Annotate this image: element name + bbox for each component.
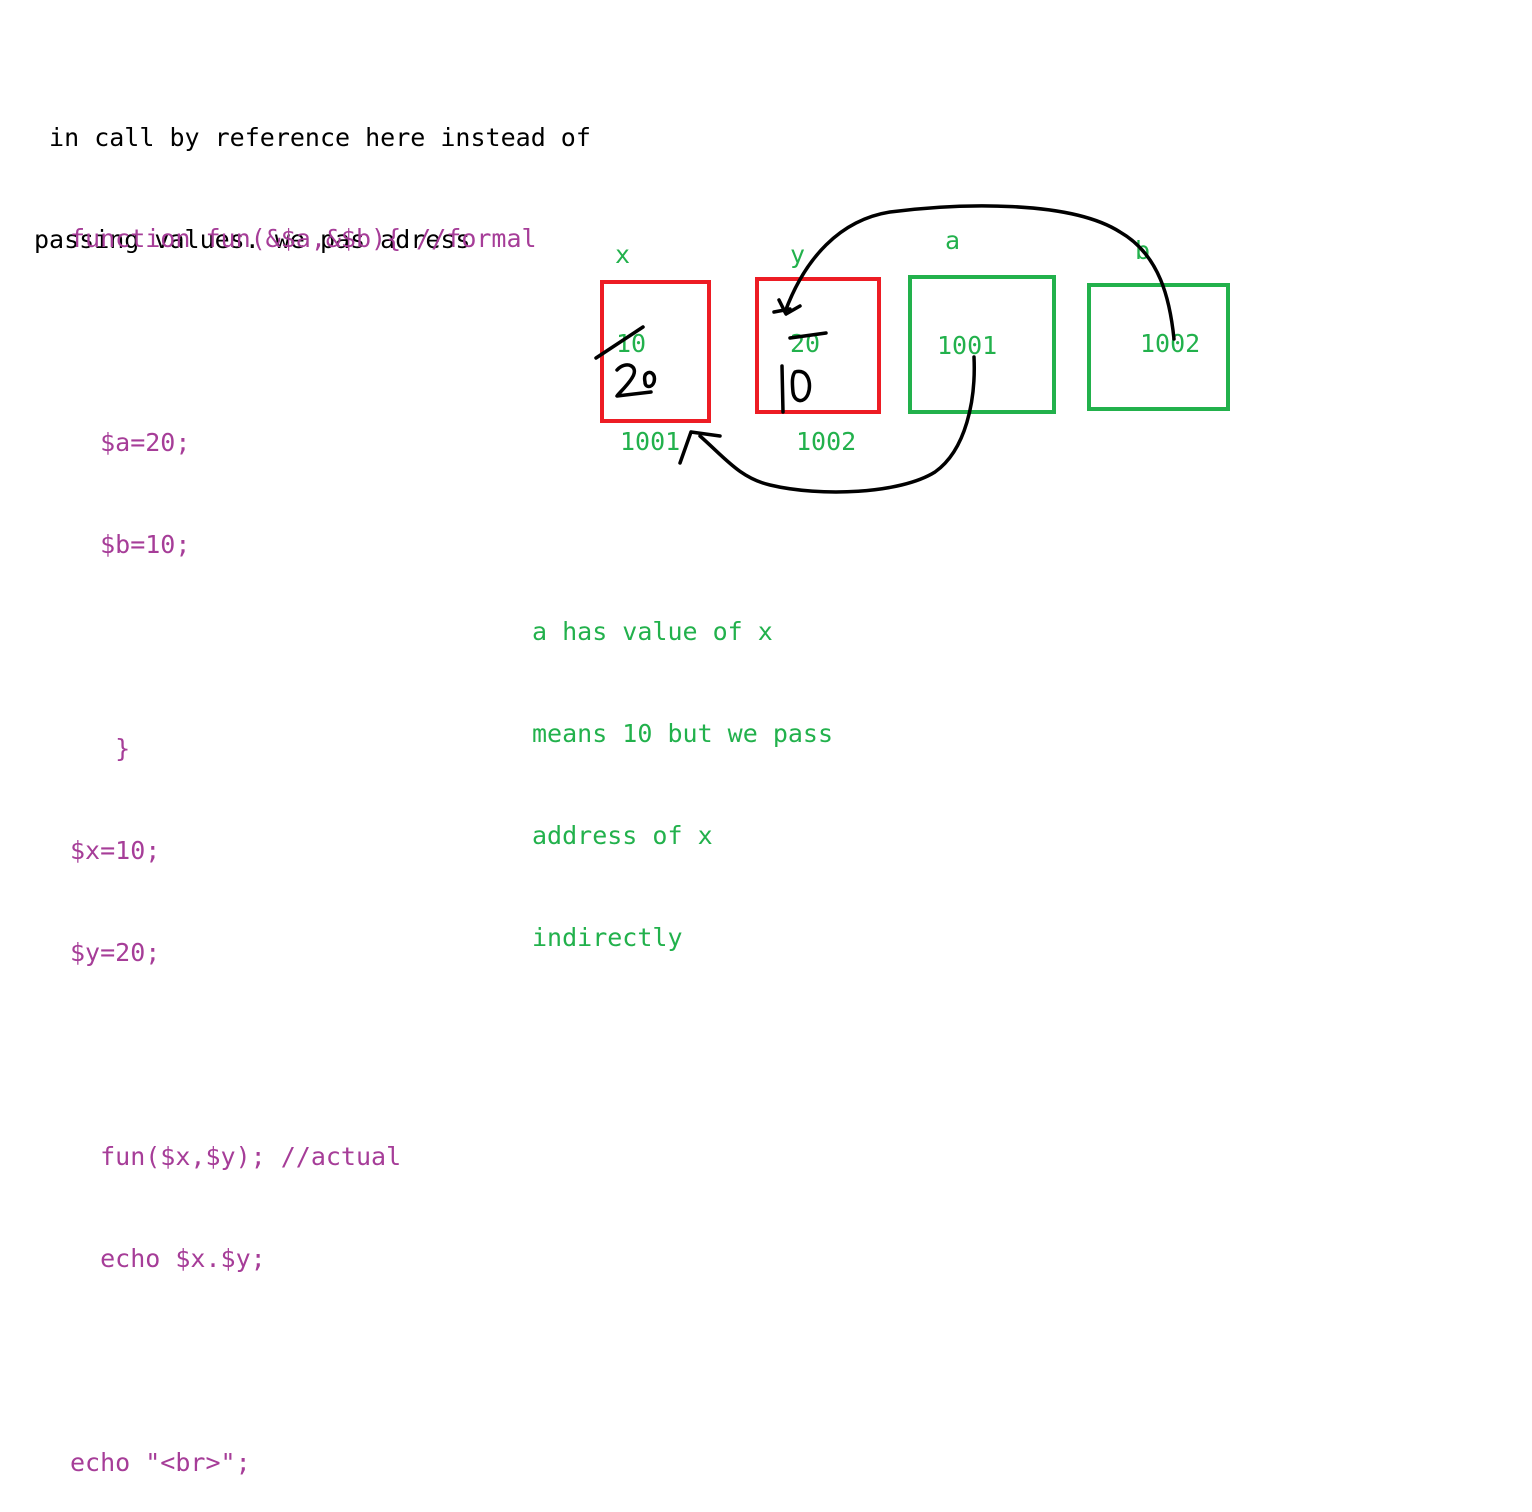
handwritten-y-new-value xyxy=(780,364,785,414)
arrow-a-to-x xyxy=(698,355,976,494)
box-x-name: x xyxy=(615,240,630,269)
code-line: $a=20; xyxy=(70,428,191,457)
intro-line: in call by reference here instead of xyxy=(34,123,591,152)
code-line: $x=10; xyxy=(70,836,161,865)
code-line: fun($x,$y); //actual xyxy=(70,1142,402,1171)
box-y-address: 1002 xyxy=(796,427,856,456)
handwritten-x-new-value-zero xyxy=(642,370,657,389)
box-y-name: y xyxy=(790,240,805,269)
box-a-value: 1001 xyxy=(937,331,997,360)
box-y xyxy=(755,277,881,414)
note-line: indirectly xyxy=(532,923,683,952)
intro-line: passing values. we pas adress xyxy=(34,225,471,254)
memory-diagram: x 10 1001 y 20 1002 a 1001 b 1002 xyxy=(594,204,1230,494)
code-line xyxy=(70,1344,537,1378)
code-line: $y=20; xyxy=(70,938,161,967)
handwritten-y-new-value-zero xyxy=(790,369,812,403)
box-x xyxy=(600,280,711,423)
box-a-name: a xyxy=(945,226,960,255)
arrow-a-to-x-head xyxy=(678,430,722,465)
box-b-value: 1002 xyxy=(1140,329,1200,358)
box-x-address: 1001 xyxy=(620,427,680,456)
code-line: echo "<br>"; xyxy=(70,1448,251,1477)
code-line: function fun(&$a,&$b){ //formal xyxy=(70,224,537,253)
strike-y-value xyxy=(788,331,828,340)
intro-text: in call by reference here instead of pas… xyxy=(34,53,591,291)
strike-x-value xyxy=(594,325,645,360)
page: { "intro": { "lines": [ " in call by ref… xyxy=(34,53,1230,1477)
box-b xyxy=(1087,283,1230,411)
note-line: address of x xyxy=(532,821,713,850)
code-line: $b=10; xyxy=(70,530,191,559)
note-line: a has value of x xyxy=(532,617,773,646)
handwritten-x-new-value xyxy=(615,363,653,398)
arrow-b-to-y-head xyxy=(777,298,802,316)
note-text: a has value of x means 10 but we pass ad… xyxy=(532,547,833,989)
arrow-b-to-y xyxy=(783,204,1176,341)
box-a xyxy=(908,275,1056,414)
note-line: means 10 but we pass xyxy=(532,719,834,748)
code-line xyxy=(70,1038,537,1072)
code-line: echo $x.$y; xyxy=(70,1244,266,1273)
